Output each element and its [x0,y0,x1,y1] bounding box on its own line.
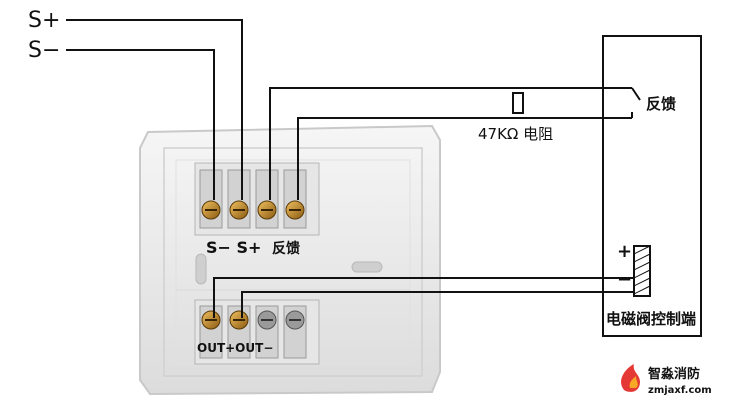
terminal-screw [199,169,223,229]
terminal-screw [227,169,251,229]
top-terminal-block [194,162,320,236]
watermark-url: zmjaxf.com [648,385,712,396]
terminal-screw [255,169,279,229]
label-s-minus: S− [28,38,60,63]
terminal-screw [199,305,223,359]
label-terminal-s: S− S+ [206,238,261,257]
wire-s-minus [66,49,215,200]
wire-feedback-2 [297,117,632,200]
label-out: OUT+OUT− [197,341,273,355]
terminal-screw [227,305,251,359]
label-terminal-feedback: 反馈 [272,240,300,257]
flame-icon [621,364,640,392]
wire-out-plus [213,277,634,318]
resistor-symbol [512,92,524,114]
wire-feedback-1 [269,87,632,200]
terminal-screw [283,169,307,229]
watermark-brand: 智淼消防 [648,366,700,382]
label-valve: 电磁阀控制端 [606,310,696,328]
terminal-screw [255,305,279,359]
label-minus: − [617,269,632,290]
label-feedback-right: 反馈 [646,95,676,113]
label-plus: + [617,241,632,262]
wires [66,19,634,318]
wire-s-plus [66,19,243,200]
label-s-plus: S+ [28,8,60,33]
wire-out-minus [241,291,634,318]
valve-control-box [602,35,702,337]
watermark-logo: 智淼消防 zmjaxf.com [621,364,712,396]
bottom-terminal-block [194,299,320,365]
label-resistor: 47KΩ 电阻 [478,125,553,143]
terminal-screw [283,305,307,359]
coil-hatching [633,245,651,295]
